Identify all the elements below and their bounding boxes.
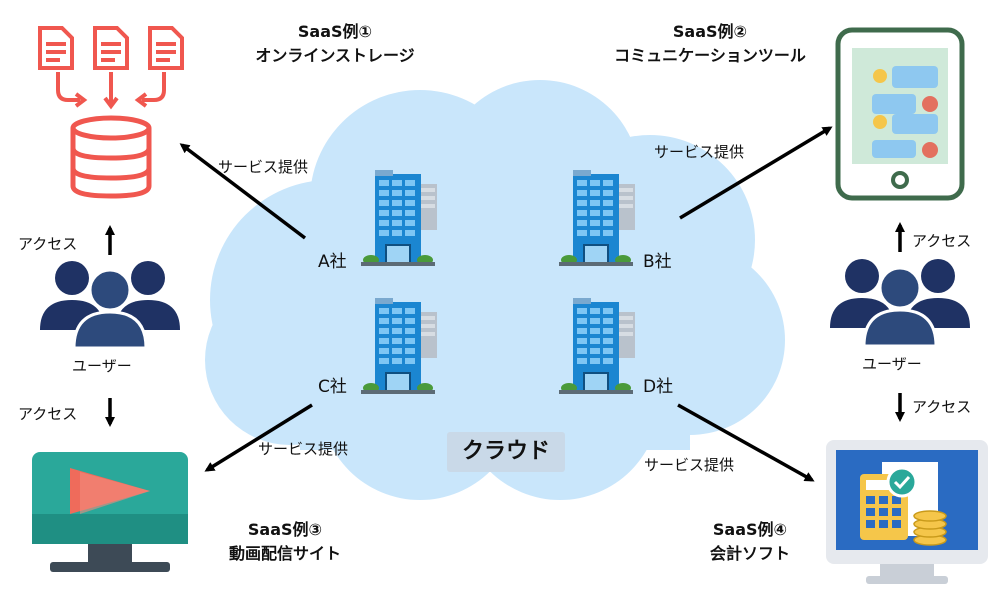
access-label-left-up: アクセス (18, 235, 78, 253)
database-icon (70, 115, 152, 199)
company-d-label: D社 (643, 377, 674, 397)
saas-example-2-name: コミュニケーションツール (614, 46, 806, 65)
documents-icon (38, 26, 184, 70)
access-label-left-down: アクセス (18, 405, 78, 423)
arrow-b-to-phone (679, 126, 833, 220)
service-label-c: サービス提供 (258, 440, 349, 458)
saas-example-2-title: SaaS例② コミュニケーションツール (580, 20, 840, 68)
access-label-right-down: アクセス (912, 398, 972, 416)
saas-example-1-label: SaaS例① (297, 22, 373, 41)
saas-example-4-name: 会計ソフト (709, 544, 790, 563)
users-right-icon (828, 257, 972, 348)
access-label-right-up: アクセス (912, 232, 972, 250)
accounting-monitor-icon (826, 440, 988, 584)
arrow-c-to-video (204, 403, 313, 472)
saas-example-4-title: SaaS例④ 会計ソフト (670, 518, 830, 566)
saas-example-3-label: SaaS例③ (247, 520, 323, 539)
saas-example-4-label: SaaS例④ (712, 520, 788, 539)
saas-example-3-name: 動画配信サイト (228, 544, 341, 563)
company-b-label: B社 (643, 252, 672, 272)
company-c-label: C社 (318, 377, 347, 397)
saas-example-1-title: SaaS例① オンラインストレージ (215, 20, 455, 68)
company-a-label: A社 (318, 252, 347, 272)
smartphone-icon (835, 27, 965, 201)
upload-arrows (56, 72, 166, 110)
users-left-icon (38, 259, 182, 350)
video-monitor-icon (32, 452, 188, 572)
saas-example-2-label: SaaS例② (672, 22, 748, 41)
arrow-a-to-storage (179, 143, 307, 240)
cloud-label: クラウド (447, 432, 565, 472)
arrow-d-to-accounting (677, 403, 815, 482)
user-label-left: ユーザー (72, 357, 132, 375)
service-label-a: サービス提供 (218, 158, 309, 176)
service-label-d: サービス提供 (644, 456, 735, 474)
saas-example-1-name: オンラインストレージ (255, 46, 415, 65)
service-label-b: サービス提供 (654, 143, 745, 161)
user-label-right: ユーザー (862, 355, 922, 373)
saas-example-3-title: SaaS例③ 動画配信サイト (185, 518, 385, 566)
